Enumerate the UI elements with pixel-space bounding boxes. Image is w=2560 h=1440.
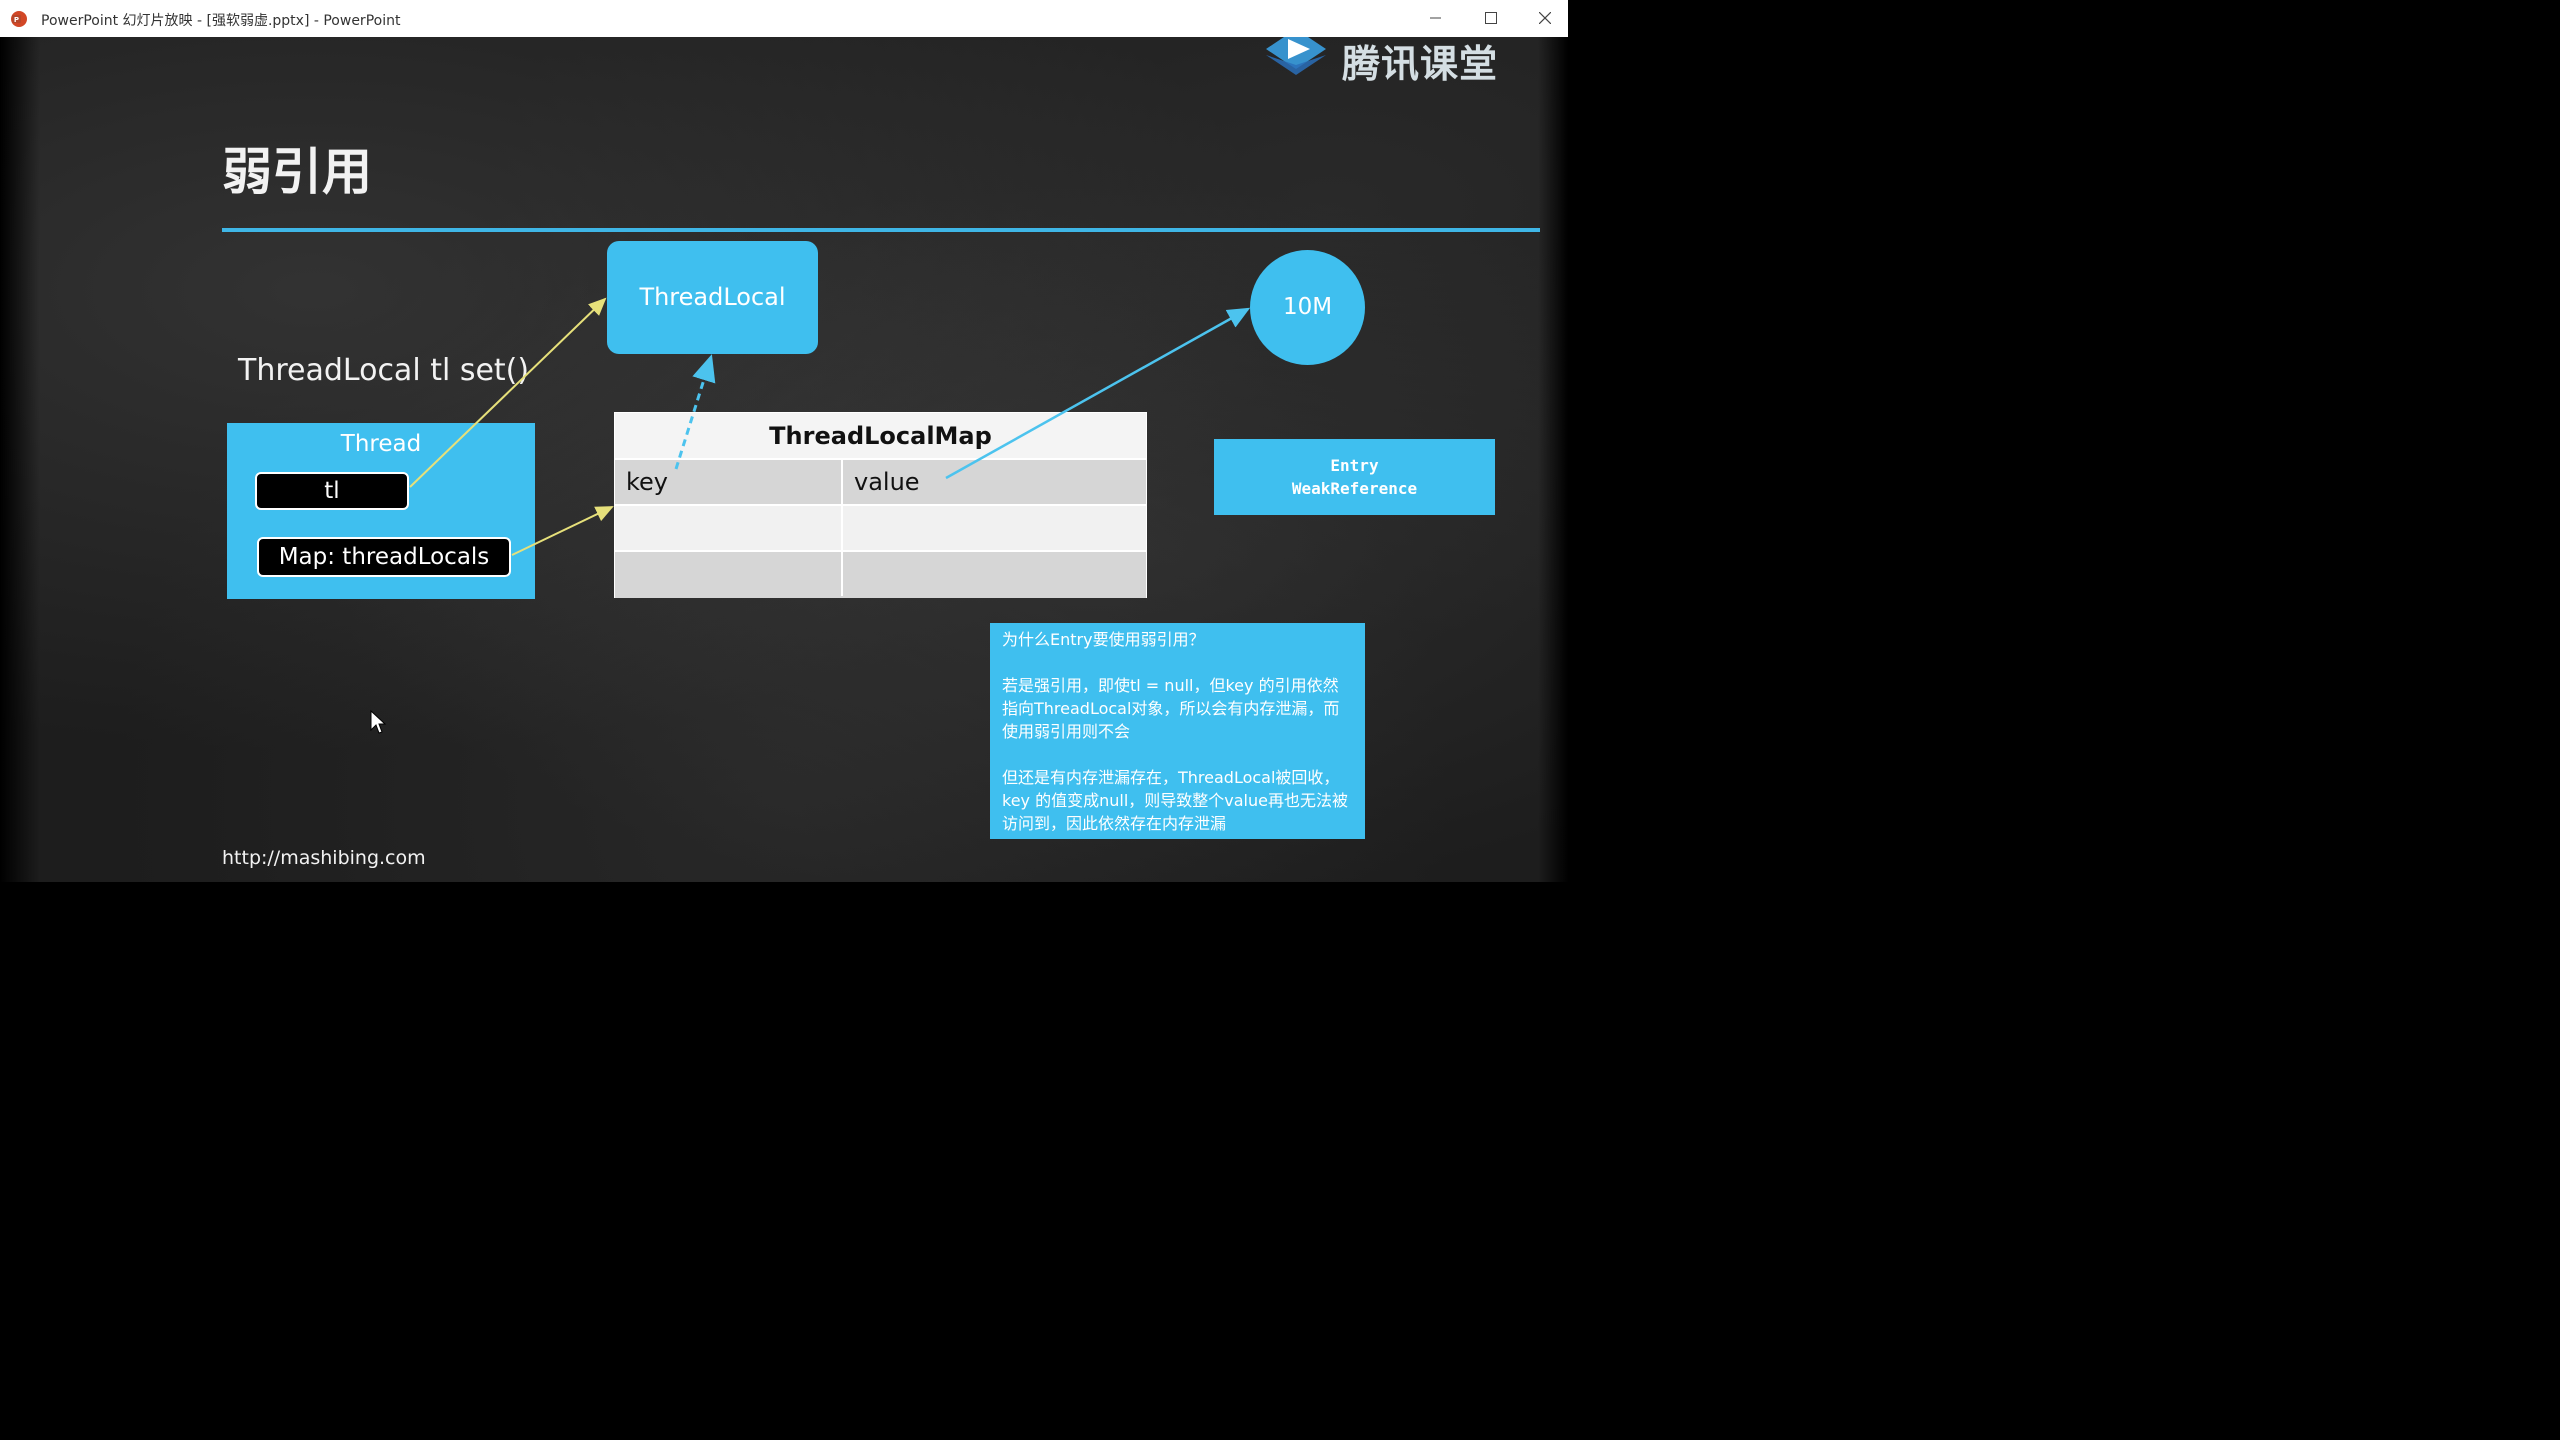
note-paragraph-strong-ref: 若是强引用，即使tl = null，但key 的引用依然指向ThreadLoca…	[1002, 676, 1340, 741]
svg-text:P: P	[14, 16, 19, 24]
value-object-circle: 10M	[1250, 250, 1365, 365]
slide-subtitle: ThreadLocal tl set()	[238, 353, 530, 388]
table-row: key value	[615, 460, 1146, 506]
minimize-button[interactable]	[1413, 0, 1459, 37]
maximize-button[interactable]	[1468, 0, 1514, 37]
table-cell-key: key	[615, 460, 843, 504]
arrow-tl-to-threadlocal	[409, 297, 607, 488]
close-icon	[1539, 12, 1551, 24]
explanation-note: 为什么Entry要使用弱引用？ 若是强引用，即使tl = null，但key 的…	[990, 623, 1365, 839]
table-row	[615, 552, 1146, 598]
arrow-key-weakref-dashed	[674, 354, 716, 470]
entry-label: Entry	[1330, 456, 1379, 475]
thread-field-map: Map: threadLocals	[257, 537, 511, 577]
diagram-arrows	[409, 297, 1251, 556]
entry-weakreference-box: Entry WeakReference	[1214, 439, 1495, 515]
window-title-bar[interactable]: P PowerPoint 幻灯片放映 - [强软弱虚.pptx] - Power…	[0, 0, 1568, 38]
slide-title: 弱引用	[222, 143, 372, 201]
mouse-cursor-icon	[370, 710, 386, 734]
arrow-value-to-10m	[945, 307, 1251, 480]
threadlocal-object-box: ThreadLocal	[607, 241, 818, 354]
threadlocalmap-table: ThreadLocalMap key value	[614, 412, 1147, 598]
table-cell-key	[615, 552, 843, 596]
note-paragraph-leak: 但还是有内存泄漏存在，ThreadLocal被回收，key 的值变成null，则…	[1002, 768, 1348, 833]
note-question: 为什么Entry要使用弱引用？	[1002, 630, 1205, 649]
maximize-icon	[1485, 12, 1497, 24]
window-title: PowerPoint 幻灯片放映 - [强软弱虚.pptx] - PowerPo…	[41, 13, 401, 29]
threadlocalmap-header: ThreadLocalMap	[615, 413, 1146, 460]
powerpoint-icon: P	[11, 11, 27, 27]
close-button[interactable]	[1522, 0, 1568, 37]
minimize-icon	[1430, 17, 1441, 19]
footer-url[interactable]: http://mashibing.com	[222, 847, 426, 869]
thread-label: Thread	[340, 431, 422, 457]
thread-field-tl: tl	[255, 472, 409, 510]
weakreference-label: WeakReference	[1291, 479, 1418, 498]
thread-box: Thread tl Map: threadLocals	[227, 423, 535, 599]
logo-text: 腾讯课堂	[1342, 42, 1499, 86]
arrow-map-to-threadlocalmap	[511, 506, 614, 556]
table-row	[615, 506, 1146, 552]
slide-vignette-right	[1538, 37, 1568, 882]
title-divider	[222, 228, 1540, 232]
table-cell-value: value	[854, 468, 920, 496]
table-cell-key	[615, 506, 843, 550]
tencent-classroom-logo	[1266, 37, 1326, 75]
slide-canvas[interactable]: 腾讯课堂 弱引用 ThreadLocal tl set() Thread tl …	[0, 37, 1568, 882]
slide-vignette-left	[0, 37, 40, 882]
